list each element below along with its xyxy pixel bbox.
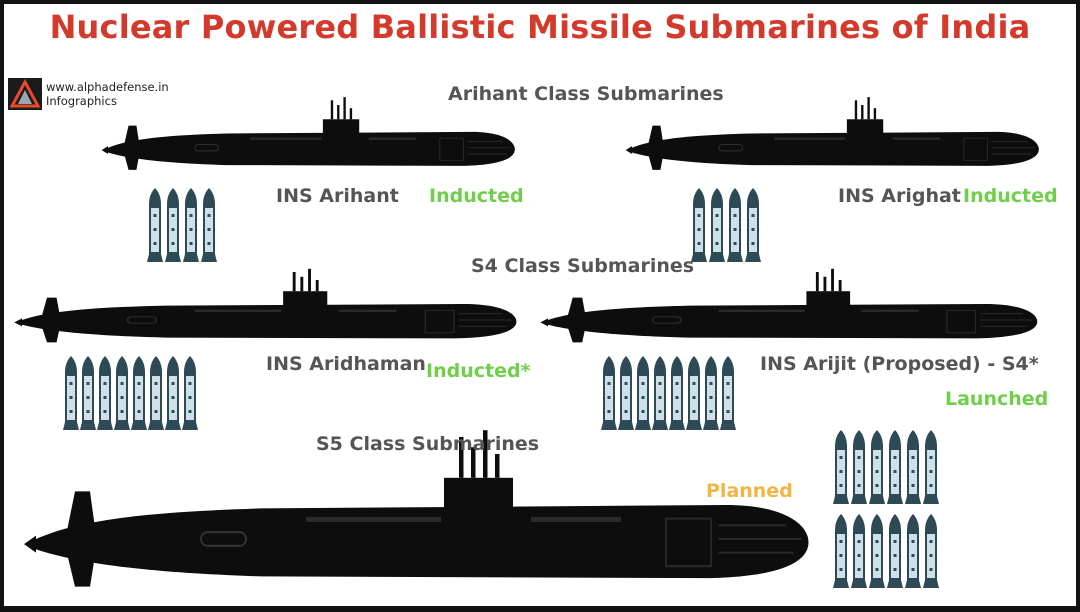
name-ins-aridhaman: INS Aridhaman [266, 353, 426, 375]
brand-sub: Infographics [46, 94, 117, 108]
missiles-arijit [601, 356, 736, 430]
page-title: Nuclear Powered Ballistic Missile Submar… [49, 8, 1031, 46]
sub-arihant [101, 96, 516, 171]
name-ins-arijit: INS Arijit (Proposed) - S4* [760, 353, 1039, 375]
brand-site: www.alphadefense.in [46, 80, 169, 94]
missiles-aridhaman [63, 356, 198, 430]
section-s4-class: S4 Class Submarines [471, 255, 695, 277]
status-ins-arighat: Inducted [963, 185, 1058, 207]
status-ins-arijit: Launched [945, 388, 1049, 410]
name-ins-arighat: INS Arighat [838, 185, 961, 207]
section-arihant-class: Arihant Class Submarines [448, 83, 724, 105]
missiles-arighat [691, 188, 761, 262]
status-ins-aridhaman: Inducted* [426, 360, 531, 382]
name-ins-arihant: INS Arihant [276, 185, 399, 207]
missiles-s5 [833, 430, 939, 588]
status-s5: Planned [706, 480, 793, 502]
sub-aridhaman [13, 268, 517, 343]
section-s5-class: S5 Class Submarines [316, 433, 540, 455]
missiles-arihant [147, 188, 217, 262]
alphadefense-logo [8, 78, 42, 110]
status-ins-arihant: Inducted [429, 185, 524, 207]
sub-arighat [625, 96, 1040, 171]
brand-text: www.alphadefense.in Infographics [46, 80, 169, 108]
sub-arijit [539, 268, 1038, 343]
